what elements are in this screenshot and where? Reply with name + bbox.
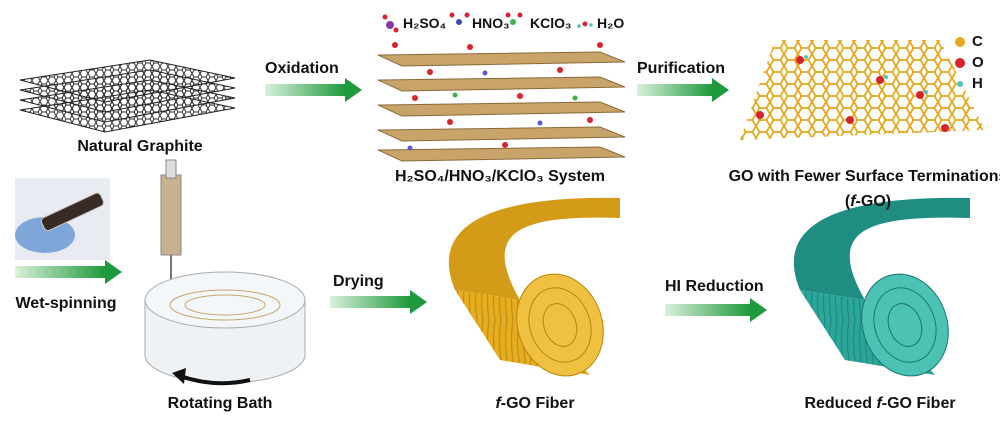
intercalated-graphite-image (377, 42, 626, 162)
acid-system-label: H₂SO₄/HNO₃/KClO₃ System (394, 168, 606, 185)
wet-spinning-label: Wet-spinning (15, 295, 117, 312)
rotation-arrow-icon (179, 374, 251, 386)
oxidation-arrow (265, 84, 345, 96)
oxidation-label: Oxidation (265, 60, 339, 77)
fgo-fiber-image (448, 197, 620, 377)
reagent-molecule-icons (382, 12, 593, 33)
fgo-sheet-image (740, 40, 985, 140)
legend-label-h: H (972, 75, 983, 92)
fgo-fiber-label: f-GO Fiber (495, 395, 575, 412)
natural-graphite-label: Natural Graphite (77, 138, 203, 155)
graphite-layers-image (19, 59, 236, 133)
rotating-bath-image (144, 159, 306, 386)
reagent-label: HNO₃ (472, 15, 510, 31)
reagent-label: H₂O (597, 15, 625, 31)
fgo-title-label: GO with Fewer Surface Terminations (728, 168, 1000, 185)
legend-label-c: C (972, 33, 983, 50)
rotating-bath-label: Rotating Bath (167, 395, 273, 412)
legend-label-o: O (972, 54, 984, 71)
fgo-short-label: (f-GO) (844, 193, 892, 210)
purification-arrow (637, 84, 712, 96)
purification-label: Purification (637, 60, 726, 77)
hi-reduction-arrow (665, 304, 750, 316)
atom-legend-markers (955, 37, 965, 87)
syringe-photo (15, 178, 110, 260)
hi-reduction-label: HI Reduction (665, 278, 764, 295)
reduced-fgo-fiber-image (793, 197, 970, 377)
drying-arrow (330, 296, 410, 308)
reduced-fgo-fiber-label: Reduced f-GO Fiber (804, 395, 956, 412)
reagent-label: KClO₃ (530, 15, 572, 31)
drying-label: Drying (333, 273, 384, 290)
reagent-label: H₂SO₄ (403, 15, 447, 31)
wet-spinning-arrow (15, 266, 105, 278)
